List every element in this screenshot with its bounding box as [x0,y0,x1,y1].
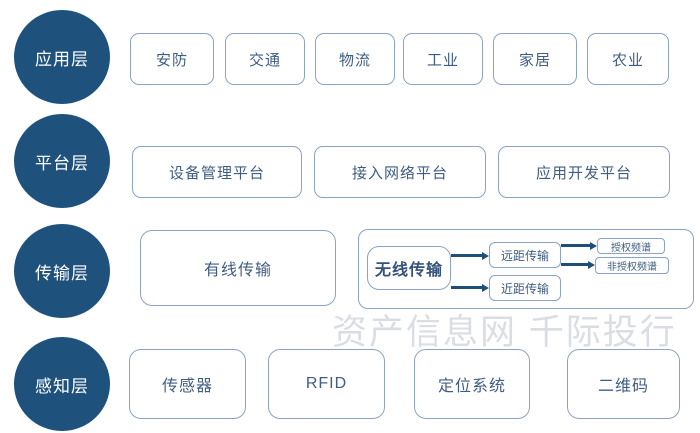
box-qr-code: 二维码 [567,349,680,419]
box-licensed-spectrum: 授权频谱 [597,238,665,254]
box-home: 家居 [493,33,577,85]
wireless-group-box [358,229,694,309]
layer-badge-label: 感知层 [35,376,89,396]
arrow-long-range-to-licensed [561,241,597,250]
layer-badge-platform: 平台层 [14,114,110,208]
layer-badge-label: 应用层 [35,49,89,69]
box-app-dev-platform: 应用开发平台 [498,146,670,198]
box-rfid: RFID [268,349,385,419]
layer-badge-application: 应用层 [14,10,110,104]
box-short-range-transmission: 近距传输 [489,275,561,301]
box-industry: 工业 [403,33,483,85]
arrow-wireless-to-long-range [451,251,489,260]
box-wired-transmission: 有线传输 [140,230,336,306]
box-network-access-platform: 接入网络平台 [314,146,486,198]
box-long-range-transmission: 远距传输 [489,242,561,268]
layer-badge-label: 传输层 [35,263,89,283]
box-wireless-transmission: 无线传输 [367,246,451,290]
box-device-mgmt-platform: 设备管理平台 [132,146,302,198]
box-positioning-system: 定位系统 [414,349,530,419]
box-agriculture: 农业 [587,33,669,85]
layer-badge-perception: 感知层 [14,337,110,431]
box-logistics: 物流 [315,33,395,85]
layer-badge-transport: 传输层 [14,224,110,318]
box-sensor: 传感器 [129,349,246,419]
arrow-long-range-to-unlicensed [561,260,595,269]
box-unlicensed-spectrum: 非授权频谱 [595,257,669,274]
box-traffic: 交通 [225,33,305,85]
arrow-wireless-to-short-range [451,283,489,292]
layer-badge-label: 平台层 [35,153,89,173]
watermark: 资产信息网 千际投行 [332,313,677,352]
box-security: 安防 [130,33,214,85]
